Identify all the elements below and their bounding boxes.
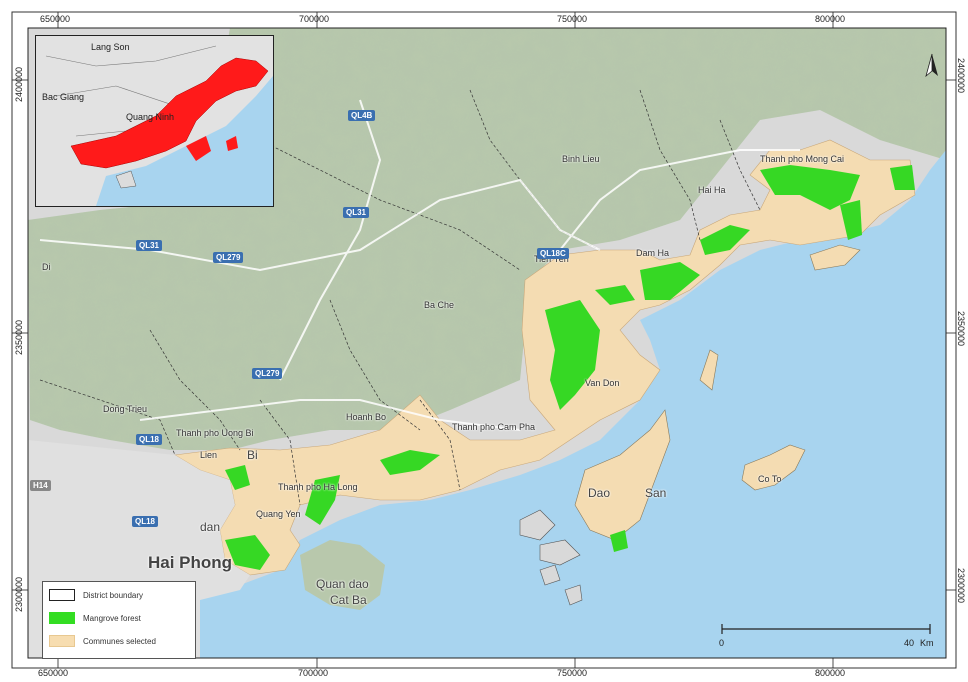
scale-start: 0 [719, 638, 725, 648]
legend-row-mangrove: Mangrove forest [49, 611, 141, 625]
legend-label-communes: Communes selected [83, 636, 156, 646]
scale-end: 40 [904, 638, 915, 648]
bottom-tick-1: 650000 [38, 668, 69, 678]
legend-label-district: District boundary [83, 590, 144, 600]
place-dong-trieu: Dong Trieu [103, 404, 148, 414]
road-h14: H14 [30, 480, 51, 491]
place-mong-cai: Thanh pho Mong Cai [760, 154, 845, 164]
legend-swatch-communes [49, 635, 75, 647]
road-ql31-b: QL31 [136, 240, 163, 251]
top-tick-3: 750000 [557, 14, 588, 24]
road-ql279-b: QL279 [252, 368, 283, 379]
legend-row-communes: Communes selected [49, 634, 156, 648]
place-hai-ha: Hai Ha [698, 185, 726, 195]
place-uong-bi: Thanh pho Uong Bi [176, 428, 254, 438]
place-quan-dao: Quan dao [316, 577, 369, 591]
road-ql18-b: QL18 [132, 516, 159, 527]
north-arrow-icon [925, 53, 938, 78]
place-binh-lieu: Binh Lieu [562, 154, 600, 164]
mangrove-patches [225, 165, 915, 570]
top-tick-4: 800000 [815, 14, 846, 24]
place-van-don: Van Don [585, 378, 620, 388]
scale-bar-line [721, 624, 931, 634]
place-hoanh-bo: Hoanh Bo [346, 412, 387, 422]
place-bi: Bi [247, 448, 258, 462]
bottom-tick-3: 750000 [557, 668, 588, 678]
left-tick-1: 2400000 [14, 66, 24, 102]
place-hai-phong: Hai Phong [148, 553, 233, 572]
legend-label-mangrove: Mangrove forest [83, 613, 141, 623]
axis-ticks [12, 12, 956, 668]
legend-swatch-mangrove [49, 612, 75, 624]
roads [39, 99, 800, 431]
scale-bar: 0 40 Km [718, 624, 942, 654]
place-cam-pha: Thanh pho Cam Pha [452, 422, 536, 432]
place-san: San [645, 486, 667, 500]
left-tick-3: 2300000 [14, 576, 24, 612]
sea-area [200, 150, 946, 658]
top-tick-1: 650000 [40, 14, 71, 24]
scale-unit: Km [920, 638, 934, 648]
place-dan: dan [200, 520, 221, 534]
legend-swatch-district [49, 589, 75, 601]
left-tick-2: 2350000 [14, 319, 24, 355]
right-tick-1: 2400000 [956, 58, 966, 94]
road-ql18-a: QL18 [136, 434, 163, 445]
bottom-tick-4: 800000 [815, 668, 846, 678]
island-co-to [741, 444, 806, 491]
right-tick-3: 2300000 [956, 568, 966, 604]
road-ql31-a: QL31 [343, 207, 370, 218]
place-tien-yen: Tien Yen [534, 254, 569, 264]
top-tick-2: 700000 [299, 14, 330, 24]
place-ba-che: Ba Che [424, 300, 455, 310]
inset-label-bac-giang: Bac Giang [42, 92, 85, 102]
place-dam-ha: Dam Ha [636, 248, 670, 258]
place-di: Di [42, 262, 51, 272]
place-quang-yen: Quang Yen [256, 509, 301, 519]
inset-canvas [36, 36, 273, 206]
inset-label-lang-son: Lang Son [91, 42, 130, 52]
place-cat-ba: Cat Ba [330, 593, 367, 607]
road-ql18c: QL18C [537, 248, 569, 259]
district-boundaries [39, 89, 761, 506]
place-lien: Lien [200, 450, 218, 460]
right-tick-2: 2350000 [956, 311, 966, 347]
island-cat-ba [300, 540, 385, 610]
legend-row-district: District boundary [49, 588, 143, 602]
island-van-don [574, 409, 671, 541]
place-dao: Dao [588, 486, 611, 500]
inset-quang-ninh-highlight [70, 57, 269, 169]
road-ql279-a: QL279 [213, 252, 244, 263]
inset-label-quang-ninh: Quang Ninh [126, 112, 175, 122]
road-ql4b: QL4B [348, 110, 376, 121]
bottom-tick-2: 700000 [298, 668, 329, 678]
place-ha-long: Thanh pho Ha Long [278, 482, 358, 492]
map-legend: District boundary Mangrove forest Commun… [42, 581, 196, 659]
place-co-to: Co To [758, 474, 782, 484]
inset-map: Lang Son Bac Giang Quang Ninh [35, 35, 274, 207]
